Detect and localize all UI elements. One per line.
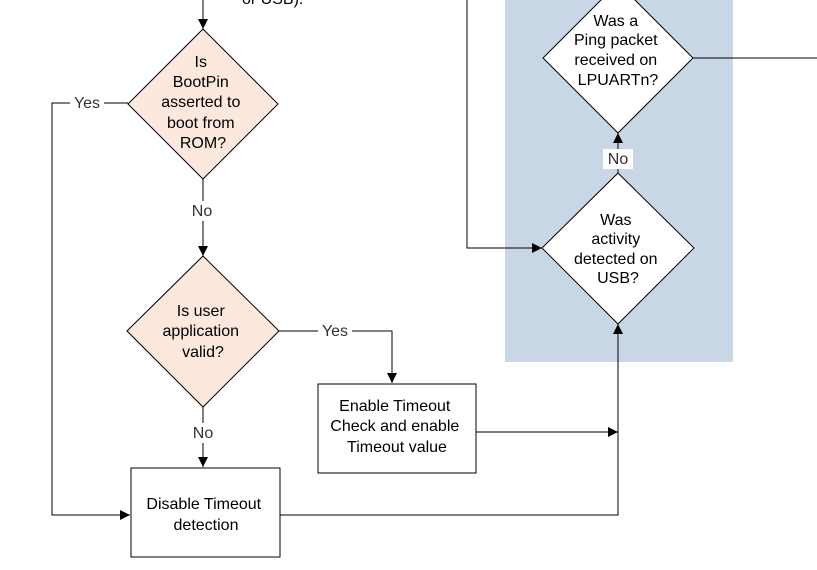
svg-text:Is user application: Is user application valid? xyxy=(163,303,244,361)
user-app-yes-label: Yes xyxy=(318,321,352,341)
svg-text:Enable Timeout Check and: Enable Timeout Check and enable Timeout … xyxy=(330,398,463,456)
svg-text:Disable Timeout detectio: Disable Timeout detection xyxy=(146,496,265,534)
svg-text:Is BootPin asserte: Is BootPin asserted to boot from ROM? xyxy=(161,54,245,152)
user-app-no-label: No xyxy=(188,423,218,443)
svg-text:Was activity detec: Was activity detected on USB? xyxy=(574,212,662,287)
bootpin-yes-connector xyxy=(51,102,130,520)
ping-decision: Was a Ping packet received on LPUARTn? xyxy=(542,0,694,134)
user-app-decision: Is user application valid? xyxy=(126,255,280,408)
svg-text:No: No xyxy=(193,425,214,442)
user-app-yes-connector xyxy=(279,330,397,383)
disable-timeout-connector xyxy=(280,324,623,516)
svg-text:Was a Ping packet: Was a Ping packet received on LPUARTn? xyxy=(574,13,662,89)
bootpin-decision: Is BootPin asserted to boot from ROM? xyxy=(127,28,279,180)
svg-text:No: No xyxy=(608,151,629,168)
usb-no-label: No xyxy=(603,149,633,169)
svg-text:Yes: Yes xyxy=(322,323,348,340)
disable-timeout-box: Disable Timeout detection xyxy=(130,467,281,558)
loop-back-connector xyxy=(466,0,542,253)
bootpin-no-label: No xyxy=(187,201,217,221)
svg-text:Yes: Yes xyxy=(74,95,100,112)
usb-activity-decision: Was activity detected on USB? xyxy=(541,172,695,325)
bootpin-yes-label: Yes xyxy=(70,93,104,113)
top-partial-text: or USB). xyxy=(242,0,303,8)
enable-timeout-box: Enable Timeout Check and enable Timeout … xyxy=(317,383,477,474)
svg-text:No: No xyxy=(192,203,213,220)
